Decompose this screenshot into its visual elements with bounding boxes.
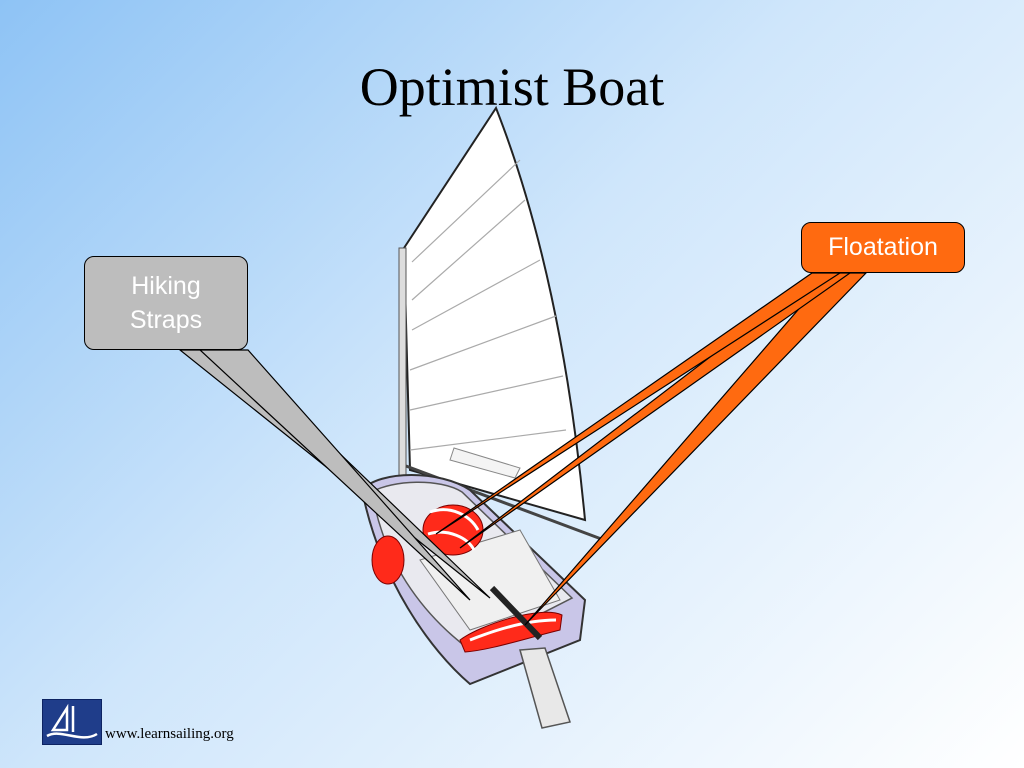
- hiking-straps-label-line2: Straps: [129, 306, 203, 334]
- footer-url[interactable]: www.learnsailing.org: [105, 726, 234, 742]
- sail: [402, 105, 587, 522]
- mast: [398, 247, 407, 499]
- slide-title: Optimist Boat: [359, 57, 665, 117]
- hiking-straps-pointers: [178, 349, 491, 601]
- floatation-callout: Floatation: [801, 222, 965, 273]
- floatation-pointers: [435, 272, 868, 626]
- learnsailing-logo-icon: [42, 699, 102, 745]
- rudder: [519, 647, 571, 729]
- tiller: [489, 585, 543, 641]
- hiking-straps-label-line1: Hiking: [131, 272, 201, 300]
- hiking-straps-callout: Hiking Straps: [84, 256, 248, 350]
